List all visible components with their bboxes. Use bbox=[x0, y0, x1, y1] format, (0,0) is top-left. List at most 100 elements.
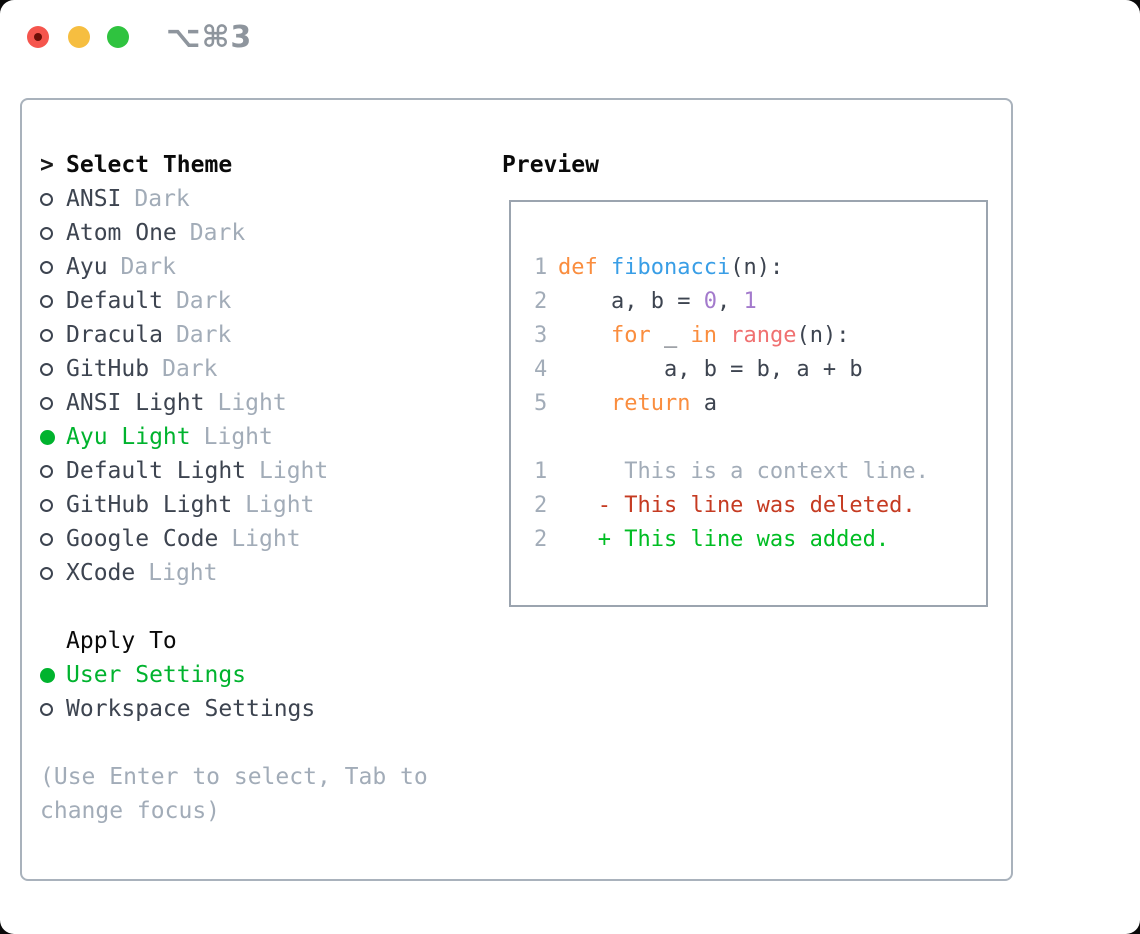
theme-name: Dracula bbox=[66, 322, 163, 348]
radio-marker bbox=[40, 294, 66, 308]
code-segment-context: This is a context line. bbox=[558, 458, 929, 484]
code-segment-plain bbox=[717, 323, 730, 348]
code-segment-plain: (n): bbox=[796, 322, 850, 348]
theme-name: Ayu Light bbox=[66, 424, 191, 450]
radio-selected-icon bbox=[40, 429, 55, 445]
line-number: 4 bbox=[534, 356, 548, 382]
code-segment-plain: _ bbox=[650, 322, 691, 348]
radio-unselected-icon bbox=[40, 532, 53, 546]
theme-name: Default Light bbox=[66, 458, 247, 484]
help-line: (Use Enter to select, Tab to bbox=[40, 764, 428, 790]
theme-variant-tag: Dark bbox=[189, 220, 246, 246]
theme-name: ANSI Light bbox=[66, 390, 205, 416]
spacer bbox=[40, 726, 480, 760]
zoom-button[interactable] bbox=[107, 26, 129, 48]
theme-variant-tag: Dark bbox=[120, 254, 176, 280]
apply-option-name: Workspace Settings bbox=[66, 696, 316, 722]
code-segment-number: 0 bbox=[703, 288, 717, 314]
minimize-button[interactable] bbox=[68, 26, 90, 48]
radio-unselected-icon bbox=[40, 294, 53, 308]
theme-variant-tag: Dark bbox=[134, 186, 190, 212]
code-segment-deleted: - This line was deleted. bbox=[558, 492, 916, 518]
prompt-caret-icon: > bbox=[40, 152, 54, 178]
help-line: change focus) bbox=[40, 798, 221, 824]
theme-item-xcode[interactable]: XCode Light bbox=[40, 556, 480, 590]
radio-unselected-icon bbox=[40, 226, 53, 240]
code-segment-added: + This line was added. bbox=[558, 526, 890, 552]
radio-marker bbox=[40, 498, 66, 512]
theme-item-ansi[interactable]: ANSI Dark bbox=[40, 182, 480, 216]
line-number: 5 bbox=[534, 390, 548, 416]
apply-option-workspace-settings[interactable]: Workspace Settings bbox=[40, 692, 480, 726]
code-segment-keyword: return bbox=[610, 390, 691, 416]
radio-unselected-icon bbox=[40, 396, 53, 410]
theme-variant-tag: Light bbox=[245, 492, 315, 518]
radio-selected-icon bbox=[40, 667, 55, 683]
theme-name: Atom One bbox=[66, 220, 177, 246]
preview-line: 2 + This line was added. bbox=[534, 522, 986, 556]
code-segment-plain bbox=[558, 323, 611, 348]
theme-name: ANSI bbox=[66, 186, 122, 212]
code-segment-number: 1 bbox=[743, 288, 757, 314]
code-segment-plain bbox=[558, 391, 611, 416]
radio-marker bbox=[40, 226, 66, 240]
theme-variant-tag: Light bbox=[231, 526, 301, 552]
radio-marker bbox=[40, 396, 66, 410]
radio-unselected-icon bbox=[40, 328, 53, 342]
theme-item-dracula[interactable]: Dracula Dark bbox=[40, 318, 480, 352]
theme-item-ansi-light[interactable]: ANSI Light Light bbox=[40, 386, 480, 420]
preview-line: 2 a, b = 0, 1 bbox=[534, 284, 986, 318]
theme-name: XCode bbox=[66, 560, 136, 586]
code-segment-keyword: in bbox=[690, 322, 717, 348]
theme-item-ayu-light[interactable]: Ayu Light Light bbox=[40, 420, 480, 454]
theme-variant-tag: Light bbox=[148, 560, 218, 586]
theme-variant-tag: Dark bbox=[175, 288, 232, 314]
preview-title: Preview bbox=[502, 152, 599, 178]
close-button[interactable] bbox=[27, 26, 49, 48]
code-segment-plain: a, b = bbox=[558, 288, 704, 314]
window-shortcut-title: ⌥⌘3 bbox=[166, 20, 253, 55]
preview-line: 5 return a bbox=[534, 386, 986, 420]
preview-line: 2 - This line was deleted. bbox=[534, 488, 986, 522]
code-segment-plain: a, b = b, a + b bbox=[558, 356, 863, 382]
radio-unselected-icon bbox=[40, 464, 53, 478]
radio-marker bbox=[40, 328, 66, 342]
code-segment-plain: , bbox=[716, 288, 744, 314]
code-segment-function: fibonacci bbox=[610, 254, 731, 280]
code-segment-plain: a bbox=[690, 390, 717, 416]
help-text: (Use Enter to select, Tab to change focus… bbox=[40, 760, 480, 828]
theme-variant-tag: Light bbox=[259, 458, 329, 484]
theme-variant-tag: Dark bbox=[175, 322, 232, 348]
radio-marker bbox=[40, 566, 66, 580]
radio-marker bbox=[40, 260, 66, 274]
theme-variant-tag: Dark bbox=[162, 356, 218, 382]
line-number: 3 bbox=[534, 322, 548, 348]
apply-option-user-settings[interactable]: User Settings bbox=[40, 658, 480, 692]
theme-item-atom-one[interactable]: Atom One Dark bbox=[40, 216, 480, 250]
code-segment-keyword: for bbox=[610, 322, 651, 348]
preview-blank-line bbox=[534, 420, 986, 454]
preview-line: 1 This is a context line. bbox=[534, 454, 986, 488]
title-bar: ⌥⌘3 bbox=[0, 0, 1140, 75]
radio-marker bbox=[40, 429, 66, 445]
theme-item-default-light[interactable]: Default Light Light bbox=[40, 454, 480, 488]
radio-marker bbox=[40, 702, 66, 716]
theme-variant-tag: Light bbox=[203, 424, 273, 450]
code-segment-builtin: range bbox=[730, 322, 797, 348]
line-number: 2 bbox=[534, 492, 548, 518]
theme-variant-tag: Light bbox=[217, 390, 287, 416]
radio-marker bbox=[40, 667, 66, 683]
line-number: 2 bbox=[534, 526, 548, 552]
